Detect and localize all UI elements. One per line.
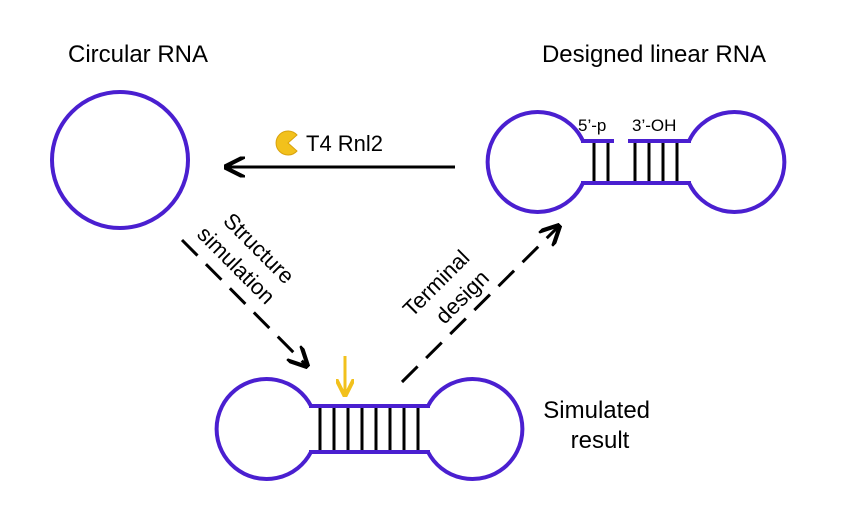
structure-simulation-label: Structure simulation — [192, 201, 303, 312]
structure-simulation-arrow — [180, 238, 307, 366]
designed-linear-rna — [485, 110, 787, 214]
designed-linear-rna-title: Designed linear RNA — [542, 41, 766, 68]
pacman-icon — [275, 130, 298, 156]
enzyme-label: T4 Rnl2 — [306, 131, 383, 156]
five-prime-label: 5’-p — [578, 116, 606, 135]
simulated-rna-dumbbell — [214, 377, 525, 481]
three-prime-label: 3’-OH — [632, 116, 676, 135]
terminal-design-arrow — [400, 226, 559, 384]
circular-rna-title: Circular RNA — [68, 41, 208, 68]
circular-rna-circle — [50, 90, 190, 230]
simulated-result-label: Simulated result — [543, 397, 656, 454]
terminal-design-label: Terminal design — [398, 241, 499, 342]
